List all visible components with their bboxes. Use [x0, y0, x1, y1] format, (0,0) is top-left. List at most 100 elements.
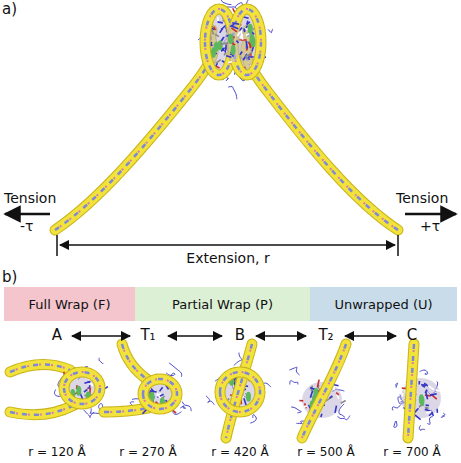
dna-groove: [55, 30, 213, 230]
histone-tail: [396, 383, 398, 388]
histone-core: [60, 368, 104, 408]
panel-letter: a): [2, 0, 17, 18]
dna-beads: [10, 364, 70, 372]
extension-tick: [397, 235, 399, 256]
dna-groove: [10, 364, 70, 372]
histone-atom: [150, 391, 157, 392]
histone-tail: [234, 353, 242, 366]
histone-atom: [226, 56, 231, 58]
histone-helix: [419, 394, 424, 404]
histone-atom: [304, 405, 307, 407]
histone-atom: [245, 56, 248, 59]
histone-atom: [436, 409, 438, 413]
histone-tail: [291, 407, 301, 413]
transition-arrow: [72, 335, 130, 337]
histone-atom: [317, 380, 319, 388]
histone-helix: [228, 34, 233, 44]
dna-groove: [64, 372, 100, 404]
histone-helix: [248, 24, 253, 34]
extension-value: r = 700 Å: [383, 445, 441, 459]
histone-tail: [99, 358, 103, 364]
histone-atom: [246, 34, 249, 36]
histone-atom: [249, 52, 252, 55]
dna-groove: [302, 344, 346, 438]
histone-tail: [427, 417, 432, 425]
histone-atom: [335, 406, 336, 413]
state-label: T₂: [318, 326, 333, 344]
extension-value: r = 420 Å: [211, 445, 269, 459]
histone-tail: [392, 405, 400, 410]
transition-arrow: [256, 335, 306, 337]
histone-core: [225, 22, 241, 62]
transition-arrow: [345, 335, 396, 337]
histone-tail: [289, 367, 299, 375]
histone-atom: [231, 26, 238, 29]
state-label: C: [407, 326, 417, 344]
dna-backbone: [226, 344, 252, 438]
histone-atom: [160, 387, 163, 391]
dna-beads: [226, 344, 252, 438]
histone-helix: [250, 34, 255, 44]
transition-arrows: [72, 336, 396, 337]
extension-value: r = 270 Å: [119, 445, 177, 459]
state-label: A: [52, 326, 62, 344]
histone-atom: [240, 37, 244, 40]
dna-groove: [143, 379, 177, 409]
histone-atom: [435, 390, 439, 391]
histone-atom: [217, 21, 222, 24]
force-label: Tension: [4, 190, 56, 207]
histone-atom: [246, 41, 247, 49]
extension-tick: [56, 235, 58, 256]
histone-tail: [290, 381, 298, 385]
histone-atom: [240, 52, 243, 55]
dna-groove: [64, 372, 100, 404]
histone-atom: [418, 381, 420, 384]
histone-atom: [220, 43, 228, 44]
histone-tail: [441, 413, 445, 417]
dna-backbone: [220, 372, 260, 412]
tension-arrow: [5, 213, 50, 216]
dna-groove: [104, 408, 148, 412]
histone-tail: [268, 29, 273, 33]
histone-core: [139, 374, 181, 414]
phase-band: Full Wrap (F): [4, 287, 135, 321]
histone-atom: [299, 400, 303, 402]
extension-value: r = 500 Å: [297, 445, 355, 459]
histone-atom: [305, 403, 307, 408]
dna-beads: [10, 405, 74, 415]
histone-atom: [225, 43, 228, 45]
dna-beads: [408, 344, 414, 438]
dna-groove: [226, 344, 252, 438]
dna-groove: [143, 379, 177, 409]
dna-backbone: [205, 9, 233, 75]
histone-atom: [84, 382, 90, 384]
band-label: Full Wrap (F): [29, 297, 111, 312]
dna-backbone: [10, 405, 74, 415]
dna-groove: [246, 30, 398, 230]
dna-groove: [408, 344, 414, 438]
histone-atom: [216, 60, 221, 64]
dna-groove: [10, 405, 74, 415]
dna-backbone: [408, 344, 414, 438]
histone-atom: [225, 45, 226, 53]
band-label: Partial Wrap (P): [172, 297, 273, 312]
dna-beads: [64, 372, 100, 404]
extension-arrow: [60, 244, 395, 246]
histone-tail: [180, 406, 185, 409]
dna-groove: [122, 344, 148, 380]
band-label: Unwrapped (U): [334, 297, 432, 312]
dna-groove: [122, 344, 148, 380]
histone-tail: [420, 370, 428, 374]
dna-groove: [205, 9, 233, 75]
histone-tail: [206, 396, 214, 405]
dna-beads: [143, 379, 177, 409]
histone-atom: [430, 394, 437, 396]
state-label: T₁: [140, 326, 155, 344]
histone-atom: [422, 386, 425, 387]
dna-groove: [10, 364, 70, 372]
dna-groove: [226, 344, 252, 438]
dna-beads: [104, 408, 148, 412]
